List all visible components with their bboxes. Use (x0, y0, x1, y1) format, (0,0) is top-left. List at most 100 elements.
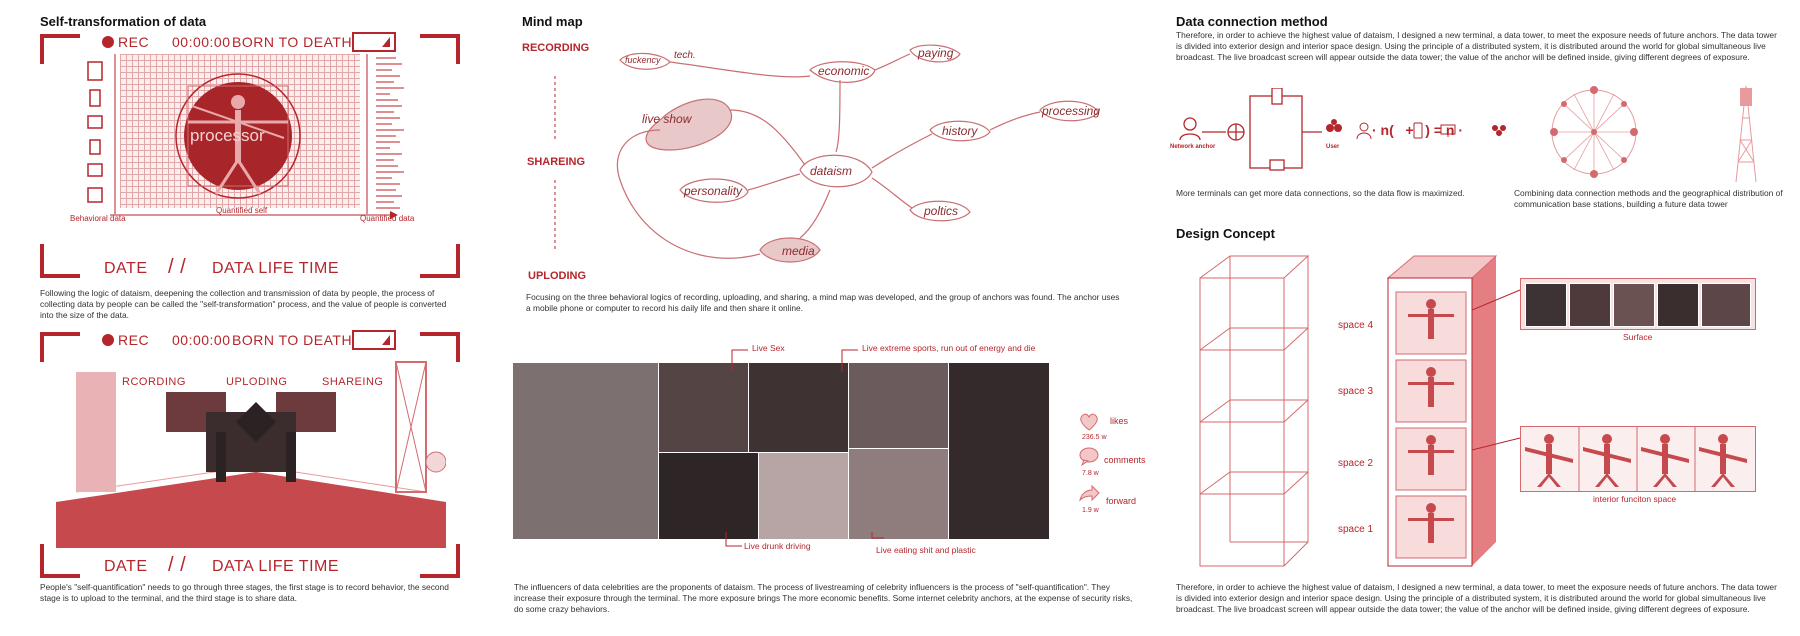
surface-screen-5 (1701, 283, 1751, 327)
label-live-extreme-sports: Live extreme sports, run out of energy a… (862, 343, 1036, 353)
photo-face (758, 452, 850, 540)
formula-users-icon (1492, 125, 1506, 136)
space-2-label: space 2 (1338, 458, 1374, 469)
data-life-time: DATA LIFE TIME (212, 260, 340, 277)
stage-uploding: UPLODING (226, 376, 288, 388)
stage-dashed-line (554, 76, 556, 250)
interior-panel (1520, 426, 1756, 492)
rec-dot (102, 36, 114, 48)
surface-screen-1 (1525, 283, 1567, 327)
timecode-2: 00:00:00 (172, 332, 231, 348)
comments-label: comments (1104, 455, 1146, 465)
axis-arrow (110, 211, 398, 219)
photo-drunk-driving (658, 452, 760, 540)
data-tower-stacked (1386, 255, 1498, 567)
photo-phone-wall (512, 362, 660, 540)
caption-base-stations: Combining data connection methods and th… (1514, 188, 1783, 209)
photo-eating (848, 448, 950, 540)
space-4-label: space 4 (1338, 320, 1374, 331)
base-station-tower-icon (1735, 85, 1757, 183)
rec-label-2: REC (118, 332, 150, 348)
photo-room (748, 362, 850, 454)
hud-frame-1: REC 00:00:00 BORN TO DEATH processor (40, 32, 460, 278)
network-anchor-label: Network anchor (1170, 144, 1216, 150)
surface-screen-4 (1657, 283, 1699, 327)
label-live-eating: Live eating shit and plastic (876, 545, 976, 555)
stage-recording: RCORDING (122, 376, 186, 388)
paragraph-influencers: The influencers of data celebrities are … (514, 582, 1133, 614)
paragraph-self-transformation: Following the logic of dataism, deepenin… (40, 288, 447, 320)
axis-left-label: Behavioral data (70, 214, 126, 223)
surface-panel (1520, 278, 1756, 330)
node-fuckency: fuckency (625, 55, 661, 65)
network-diagram (1179, 88, 1342, 171)
surface-screen-3 (1613, 283, 1655, 327)
formula-text: · n( + ) = n · (1372, 122, 1463, 138)
born-to-death-2: BORN TO DEATH (232, 332, 353, 348)
surface-label: Surface (1623, 332, 1653, 342)
device-icons-column (87, 61, 103, 203)
tower-callout-lines (1472, 289, 1521, 451)
node-paying: paying (918, 46, 954, 60)
node-tech: tech. (674, 50, 696, 61)
axis-right-label: Quantified data (360, 214, 415, 223)
stage-uploding-label: UPLODING (528, 270, 587, 282)
data-life-time-2: DATA LIFE TIME (212, 558, 340, 575)
stage-scene (56, 361, 446, 548)
hud-frame-2: REC 00:00:00 BORN TO DEATH RCORDING UPLO… (40, 330, 460, 578)
wireframe-tower (1199, 255, 1310, 567)
node-economic: economic (818, 64, 870, 78)
date-slash-2: / / (168, 554, 187, 576)
rec-dot-2 (102, 334, 114, 346)
forward-label: forward (1106, 496, 1137, 506)
date-slash: / / (168, 256, 187, 278)
comments-value: 7.8 w (1082, 470, 1099, 477)
section-title-self-transformation: Self-transformation of data (40, 14, 207, 29)
formula-phone-icon (1413, 122, 1423, 139)
rec-label: REC (118, 34, 150, 50)
stage-recording-label: RECORDING (522, 42, 590, 54)
likes-label: likes (1110, 416, 1129, 426)
interior-figures (1525, 427, 1747, 491)
ruler-right (366, 54, 368, 214)
formula-monitor-icon (1440, 124, 1456, 137)
battery-icon (352, 32, 396, 52)
born-to-death: BORN TO DEATH (232, 34, 353, 50)
node-personality: personality (684, 184, 743, 198)
photo-extreme-sports (848, 362, 950, 450)
likes-value: 236.5 w (1082, 434, 1107, 441)
likes-heart-icon (1080, 413, 1098, 431)
vitruvian-processor (175, 73, 301, 199)
section-title-data-connection: Data connection method (1176, 14, 1328, 29)
date-label: DATE (104, 260, 148, 277)
anchor-person-icon (1356, 122, 1372, 140)
paragraph-design-concept: Therefore, in order to achieve the highe… (1176, 582, 1777, 614)
globe-network-icon (1550, 86, 1638, 178)
ruler-left (114, 54, 116, 214)
label-live-sex: Live Sex (752, 343, 785, 353)
stage-shareing-label: SHAREING (527, 156, 586, 168)
label-live-drunk-driving: Live drunk driving (744, 541, 811, 551)
timecode: 00:00:00 (172, 34, 231, 50)
node-history: history (942, 124, 978, 138)
photo-livestream (948, 362, 1050, 540)
mind-map-drawing (616, 44, 1099, 263)
collage-callout-lines (725, 349, 884, 547)
hud-corners-1 (40, 34, 460, 278)
interior-label: interior funciton space (1593, 494, 1677, 504)
forward-value: 1.9 w (1082, 507, 1099, 514)
node-poltics: poltics (924, 204, 959, 218)
influencer-collage (512, 362, 1050, 540)
date-label-2: DATE (104, 558, 148, 575)
paragraph-self-quantification: People's "self-quantification" needs to … (40, 582, 449, 603)
battery-icon-2 (352, 330, 396, 350)
node-media: media (782, 244, 815, 258)
surface-screen-2 (1569, 283, 1611, 327)
section-title-mind-map: Mind map (522, 14, 583, 29)
node-dataism: dataism (810, 164, 853, 178)
stage-shareing: SHAREING (322, 376, 384, 388)
axis-mid-label: Quantified self (216, 206, 268, 215)
paragraph-mind-map: Focusing on the three behavioral logics … (526, 292, 1120, 313)
space-3-label: space 3 (1338, 386, 1374, 397)
processor-label: processor (190, 126, 265, 145)
